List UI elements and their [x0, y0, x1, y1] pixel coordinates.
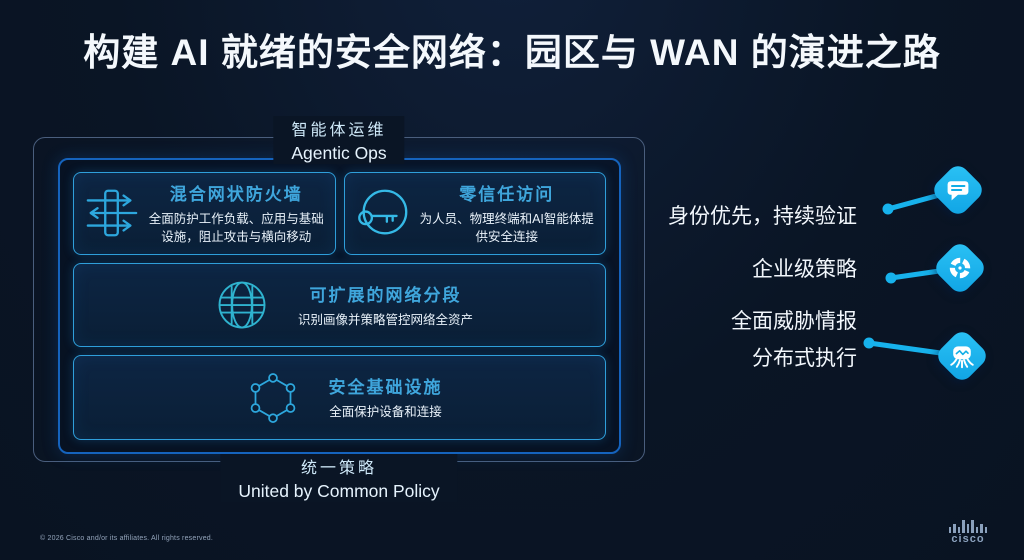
chat-bubble-icon: [929, 161, 987, 219]
threat-bug-icon: [933, 327, 991, 385]
card-title: 零信任访问: [459, 184, 555, 204]
card-desc: 全面防护工作负载、应用与基础设施，阻止攻击与横向移动: [148, 211, 324, 245]
agentic-ops-label-en: Agentic Ops: [291, 143, 387, 163]
card-text: 混合网状防火墙 全面防护工作负载、应用与基础设施，阻止攻击与横向移动: [148, 180, 329, 248]
copyright-text: © 2026 Cisco and/or its affiliates. All …: [40, 535, 214, 542]
cisco-bridge-icon: [936, 519, 1000, 533]
card-row-top: 混合网状防火墙 全面防护工作负载、应用与基础设施，阻止攻击与横向移动 零信任访问…: [73, 172, 606, 255]
card-title: 混合网状防火墙: [169, 184, 303, 204]
agentic-ops-container: 智能体运维 Agentic Ops 混合网状防火墙 全面防护工作负载、应用与基础…: [33, 116, 645, 502]
card-text: 安全基础设施 全面保护设备和连接: [329, 373, 443, 422]
diamond-badge: [929, 161, 987, 219]
card-zero-trust-access: 零信任访问 为人员、物理终端和AI智能体提供安全连接: [343, 172, 606, 255]
card-hybrid-mesh-firewall: 混合网状防火墙 全面防护工作负载、应用与基础设施，阻止攻击与横向移动: [73, 172, 336, 255]
page-title: 构建 AI 就绪的安全网络：园区与 WAN 的演进之路: [83, 32, 941, 73]
point-identity-first: 身份优先，持续验证: [668, 205, 857, 228]
card-desc: 为人员、物理终端和AI智能体提供安全连接: [419, 211, 594, 245]
card-desc: 识别画像并策略管控网络全资产: [297, 312, 473, 327]
point-distributed-enforcement: 分布式执行: [752, 347, 857, 370]
card-desc: 全面保护设备和连接: [329, 405, 442, 420]
key-icon: [347, 183, 419, 243]
cisco-wordmark: cisco: [951, 533, 985, 545]
top-edge-label: 智能体运维 Agentic Ops: [273, 116, 405, 164]
card-secure-infrastructure: 安全基础设施 全面保护设备和连接: [73, 355, 606, 441]
card-scalable-segmentation: 可扩展的网络分段 识别画像并策略管控网络全资产: [73, 262, 606, 348]
agentic-ops-label-zh: 智能体运维: [291, 122, 387, 139]
target-icon: [931, 239, 989, 297]
card-text: 零信任访问 为人员、物理终端和AI智能体提供安全连接: [419, 180, 600, 248]
diamond-badge: [931, 239, 989, 297]
globe-grid-icon: [206, 275, 278, 335]
firewall-icon: [76, 184, 148, 242]
common-policy-label-en: United by Common Policy: [238, 481, 440, 501]
card-title: 安全基础设施: [328, 378, 443, 398]
policy-panel: 混合网状防火墙 全面防护工作负载、应用与基础设施，阻止攻击与横向移动 零信任访问…: [58, 158, 621, 454]
diamond-badge: [933, 327, 991, 385]
common-policy-label-zh: 统一策略: [300, 460, 378, 477]
point-enterprise-policy: 企业级策略: [752, 258, 857, 281]
key-points-panel: 身份优先，持续验证 企业级策略 全面威胁情报 分布式执行: [660, 150, 1024, 420]
point-threat-intelligence: 全面威胁情报: [731, 310, 857, 333]
bottom-edge-label: 统一策略 United by Common Policy: [220, 454, 458, 502]
cisco-logo: cisco: [936, 519, 1000, 545]
hex-mesh-icon: [237, 370, 309, 426]
card-text: 可扩展的网络分段 识别画像并策略管控网络全资产: [298, 281, 473, 330]
card-title: 可扩展的网络分段: [309, 285, 462, 305]
